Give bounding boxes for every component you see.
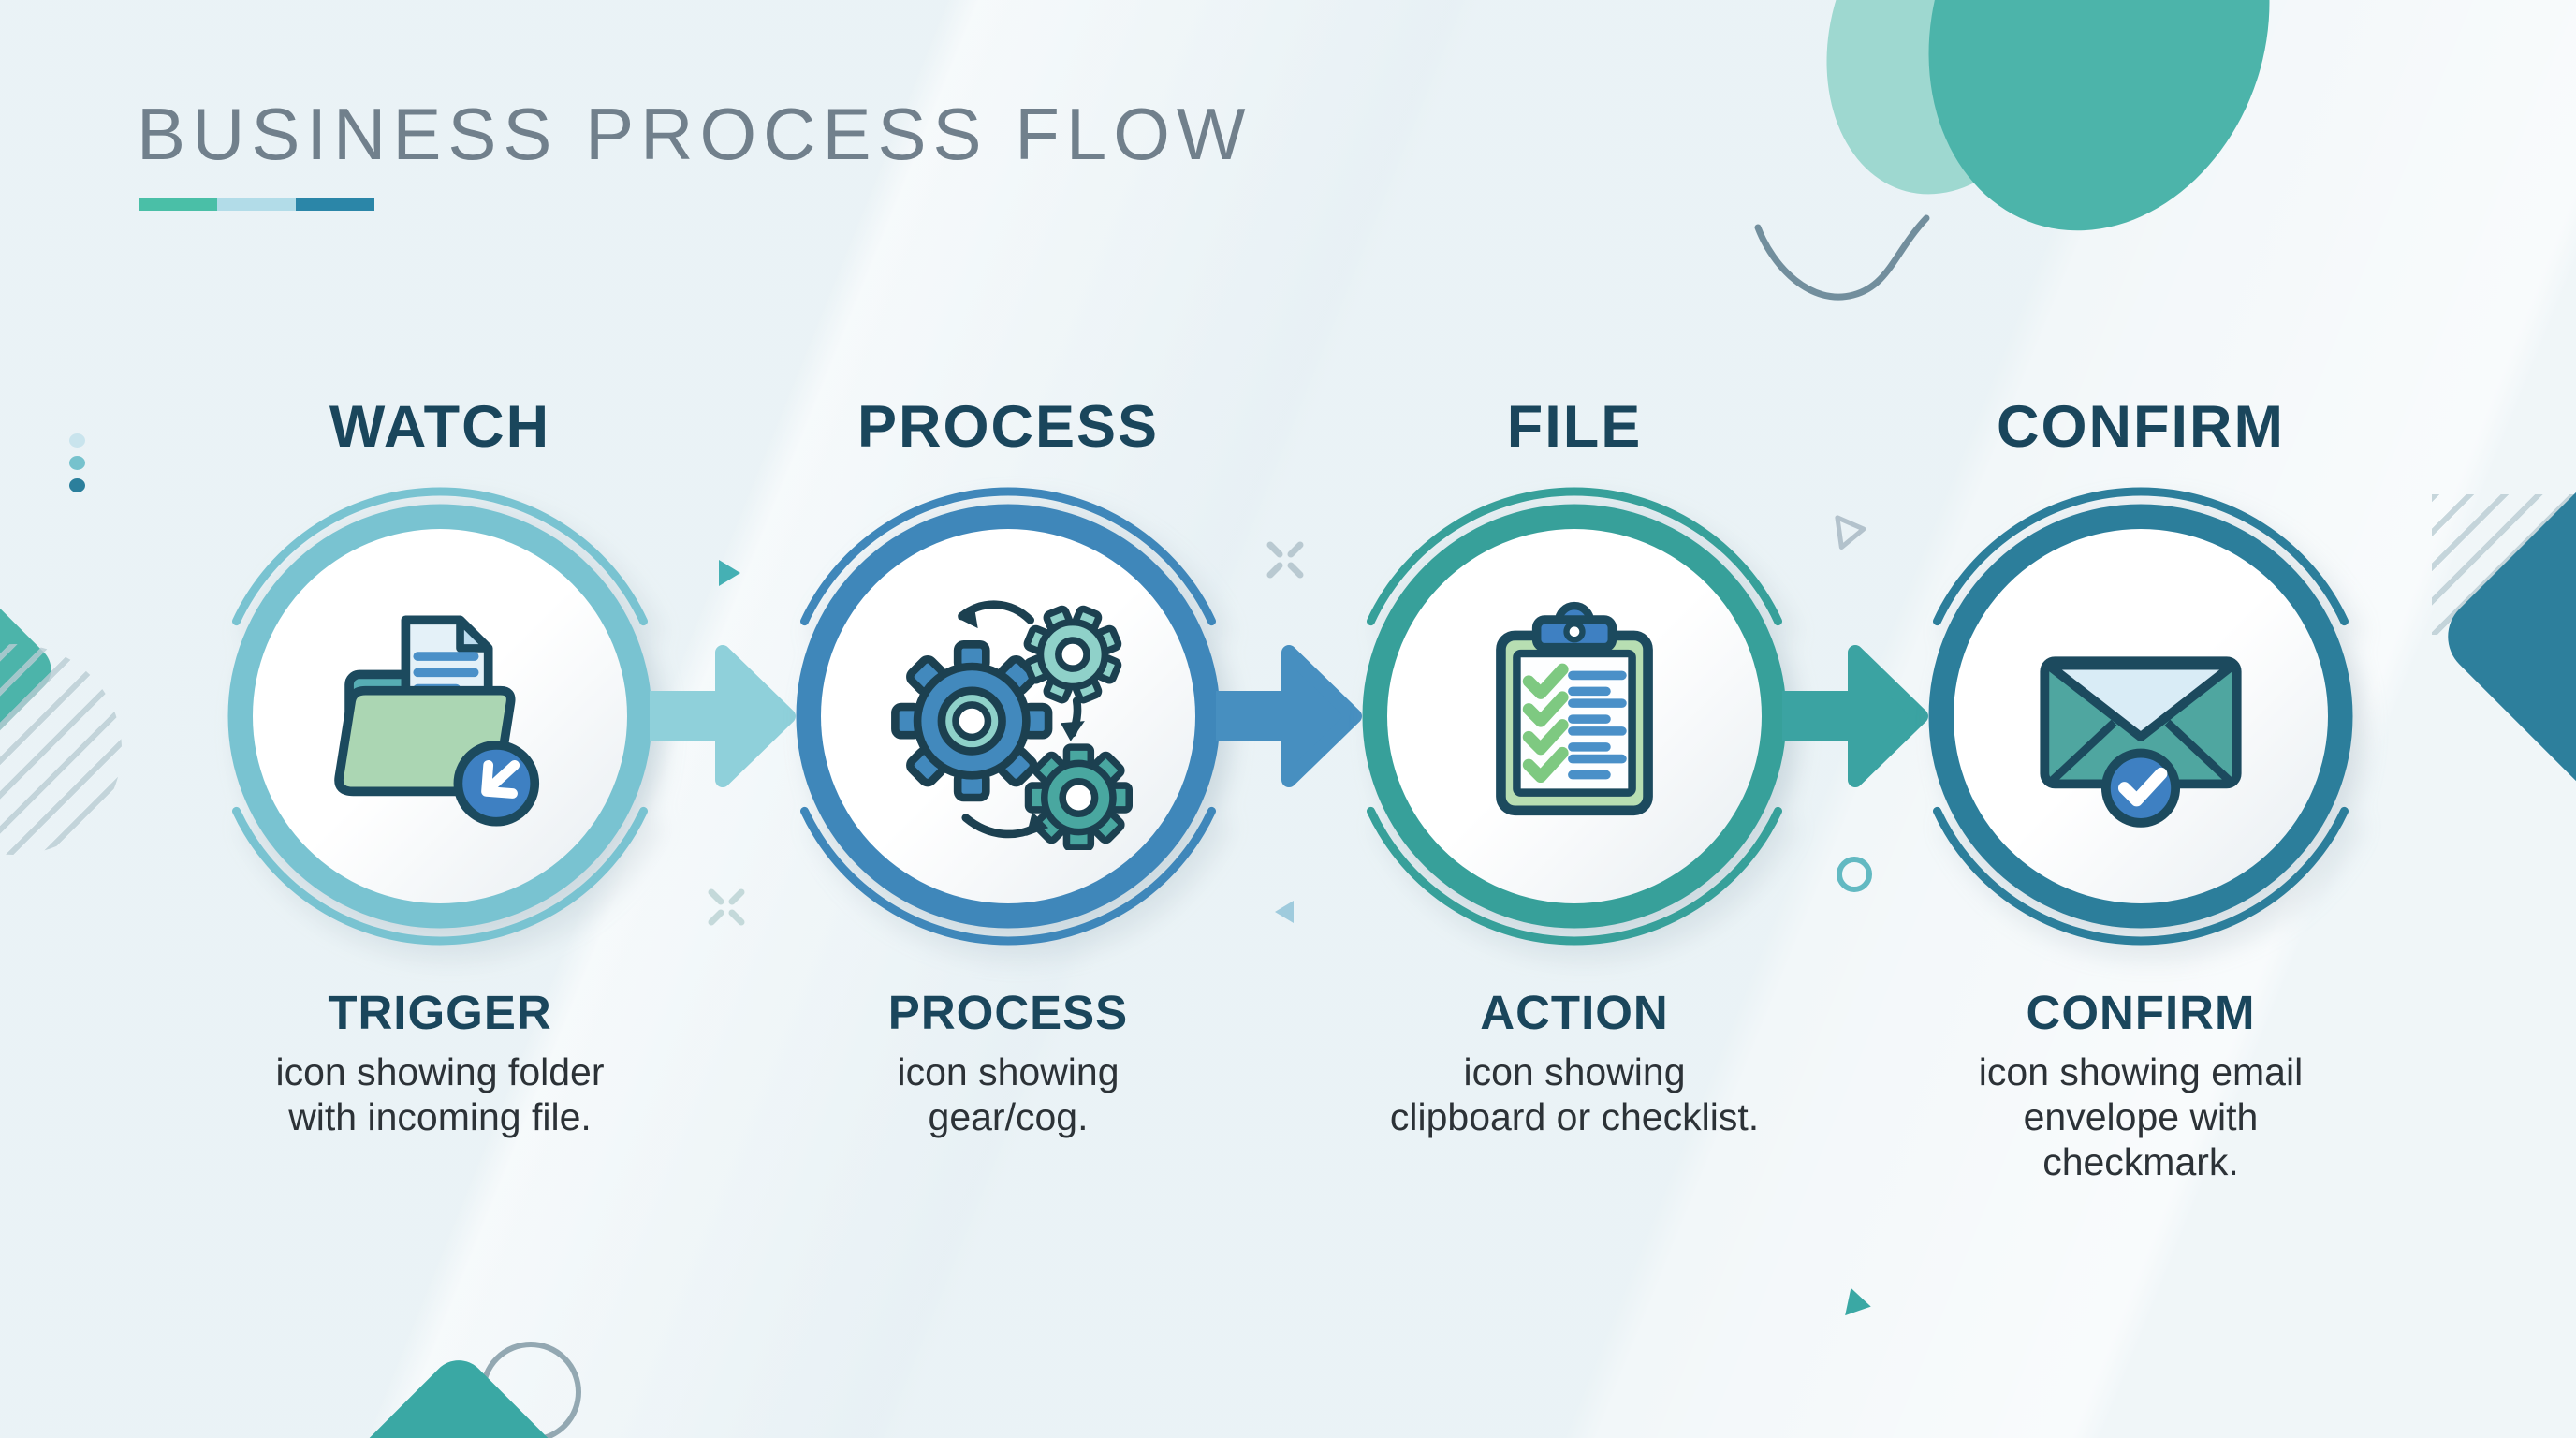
description-line: clipboard or checklist.	[1389, 1094, 1760, 1138]
description-line: envelope with	[2023, 1094, 2259, 1138]
clipboard-checklist-icon	[1496, 601, 1653, 816]
description-line: with incoming file.	[288, 1094, 592, 1138]
envelope-checkmark-icon	[2040, 656, 2242, 828]
step-watch-description: icon showing folder with incoming file.	[150, 1050, 730, 1140]
flow-arrow-3	[1782, 645, 1928, 787]
decor-dot-2	[69, 456, 85, 470]
description-line: icon showing	[1463, 1050, 1686, 1093]
step-confirm-header: CONFIRM	[1997, 394, 2285, 460]
decor-x-mark-1	[1266, 541, 1304, 579]
decor-dot-1	[69, 433, 85, 448]
decor-outline-triangle	[1835, 515, 1866, 550]
accent-segment-green	[139, 198, 217, 211]
flow-arrow-2	[1216, 645, 1362, 787]
step-file-header: FILE	[1506, 394, 1643, 460]
step-watch-header: WATCH	[329, 394, 551, 460]
decor-outline-circle-small	[1837, 857, 1872, 892]
folder-incoming-file-icon	[334, 615, 540, 827]
decor-triangle-small-3	[1845, 1287, 1874, 1321]
description-line: icon showing folder	[275, 1050, 605, 1093]
title-accent-bar	[139, 198, 374, 211]
decor-hatch-circle-left	[0, 644, 122, 855]
flow-arrow-1	[650, 645, 796, 787]
decor-triangle-small-2	[1275, 901, 1294, 923]
description-line: icon showing	[897, 1050, 1120, 1093]
step-watch-label: TRIGGER	[328, 986, 552, 1039]
decor-dot-3	[69, 478, 85, 492]
step-process-description: icon showing gear/cog.	[718, 1050, 1298, 1140]
description-line: icon showing email	[1978, 1050, 2304, 1093]
page-title: BUSINESS PROCESS FLOW	[137, 93, 1252, 175]
step-file-label: ACTION	[1480, 986, 1669, 1039]
step-process-label: PROCESS	[887, 986, 1129, 1039]
description-line: checkmark.	[2042, 1139, 2239, 1183]
accent-segment-blue	[296, 198, 374, 211]
accent-segment-lightblue	[217, 198, 296, 211]
decor-squiggle	[1754, 214, 1930, 301]
step-file-description: icon showing clipboard or checklist.	[1284, 1050, 1865, 1140]
step-confirm-label: CONFIRM	[2026, 986, 2256, 1039]
decor-triangle-small-1	[719, 560, 740, 586]
step-process-header: PROCESS	[856, 394, 1160, 460]
gears-icon	[891, 600, 1134, 850]
step-confirm-description: icon showing email envelope with checkma…	[1851, 1050, 2431, 1185]
decor-x-mark-2	[708, 888, 745, 926]
description-line: gear/cog.	[928, 1094, 1089, 1138]
